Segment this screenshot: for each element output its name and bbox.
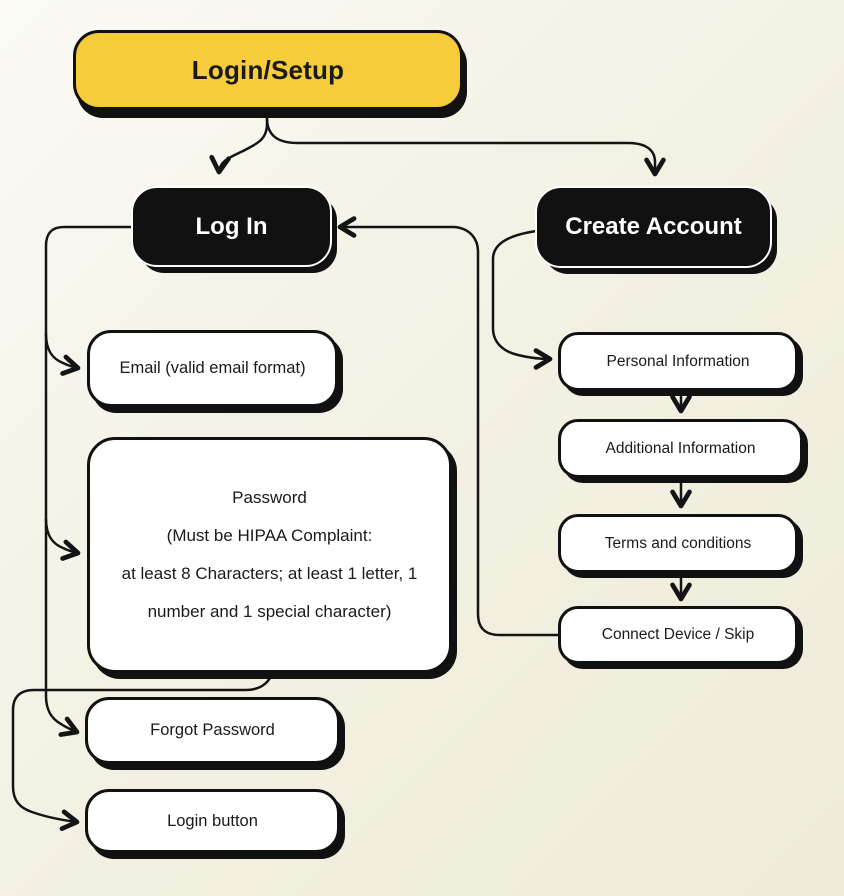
edge-login-password <box>44 517 81 561</box>
node-connect-device[interactable]: Connect Device / Skip <box>558 606 798 664</box>
node-email-label: Email (valid email format) <box>119 359 306 377</box>
node-password-label: Password (Must be HIPAA Complaint: at le… <box>122 479 418 631</box>
node-login-setup[interactable]: Login/Setup <box>73 30 463 110</box>
node-log-in[interactable]: Log In <box>133 188 330 265</box>
node-additional-information[interactable]: Additional Information <box>558 419 803 478</box>
node-personal-information-label: Personal Information <box>606 352 750 370</box>
node-create-account[interactable]: Create Account <box>537 188 770 266</box>
edge-setup-create <box>265 116 666 177</box>
node-additional-information-label: Additional Information <box>605 439 756 457</box>
node-login-button-label: Login button <box>167 811 258 830</box>
node-terms-and-conditions[interactable]: Terms and conditions <box>558 514 798 573</box>
node-personal-information[interactable]: Personal Information <box>558 332 798 391</box>
password-line-2: (Must be HIPAA Complaint: <box>166 526 373 545</box>
node-forgot-password-label: Forgot Password <box>150 721 275 739</box>
password-line-4: number and 1 special character) <box>147 602 392 621</box>
node-login-setup-label: Login/Setup <box>191 54 345 85</box>
node-login-button[interactable]: Login button <box>85 789 340 853</box>
password-line-1: Password <box>232 488 307 507</box>
node-forgot-password[interactable]: Forgot Password <box>85 697 340 764</box>
edge-login-email <box>44 332 81 376</box>
node-email[interactable]: Email (valid email format) <box>87 330 338 407</box>
node-log-in-label: Log In <box>195 212 268 240</box>
node-terms-and-conditions-label: Terms and conditions <box>604 534 752 552</box>
node-create-account-label: Create Account <box>565 213 742 240</box>
password-line-3: at least 8 Characters; at least 1 letter… <box>121 564 418 583</box>
node-password[interactable]: Password (Must be HIPAA Complaint: at le… <box>87 437 452 673</box>
node-connect-device-label: Connect Device / Skip <box>601 626 755 643</box>
edge-setup-login <box>209 108 269 175</box>
